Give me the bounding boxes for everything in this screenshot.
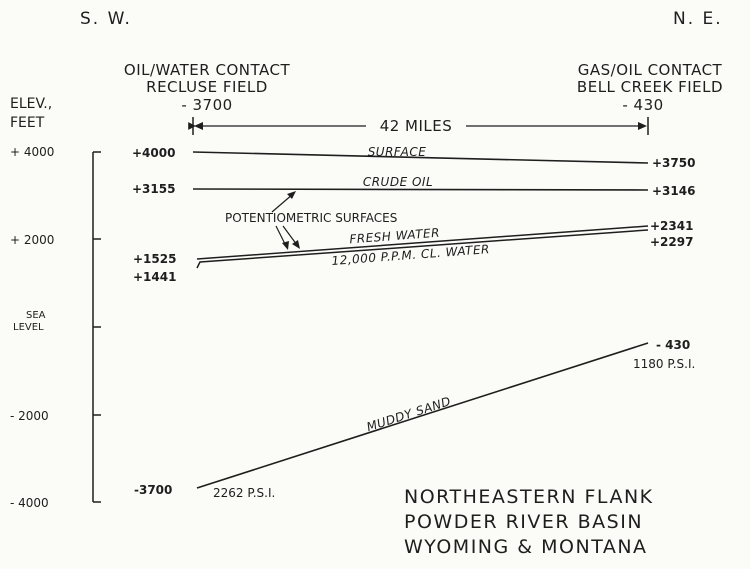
axis-label-line1: ELEV., <box>10 96 52 112</box>
muddy-sand-right-psi: 1180 P.S.I. <box>633 357 695 371</box>
tick-plus-4000: + 4000 <box>10 145 54 159</box>
tick-minus-2000: - 2000 <box>10 409 49 423</box>
muddy-sand-left-value: -3700 <box>134 483 172 497</box>
left-caption-line2: RECLUSE FIELD <box>146 78 268 96</box>
fresh-water-left-value: +1525 <box>133 252 176 266</box>
left-caption-line1: OIL/WATER CONTACT <box>124 61 291 79</box>
fresh-water-line <box>196 225 649 260</box>
sea-level-label-line1: SEA <box>26 310 46 321</box>
title-line3: WYOMING & MONTANA <box>404 536 648 558</box>
distance-bar <box>188 117 649 135</box>
surface-label: SURFACE <box>368 145 427 159</box>
right-caption-line1: GAS/OIL CONTACT <box>578 61 723 79</box>
fresh-water-label: FRESH WATER <box>349 226 440 247</box>
potentiometric-label: POTENTIOMETRIC SURFACES <box>225 211 397 225</box>
muddy-sand-line <box>196 342 649 489</box>
cl-water-line <box>196 229 649 269</box>
ne-header: N. E. <box>673 9 723 29</box>
title-line2: POWDER RIVER BASIN <box>404 511 643 533</box>
elevation-axis <box>92 151 101 503</box>
left-caption-line3: - 3700 <box>181 96 232 114</box>
crude-oil-left-value: +3155 <box>132 182 175 196</box>
potentiometric-arrows <box>271 191 300 250</box>
sw-header: S. W. <box>80 9 132 29</box>
sea-level-label-line2: LEVEL <box>13 322 44 333</box>
distance-label: 42 MILES <box>380 117 453 135</box>
title-line1: NORTHEASTERN FLANK <box>404 486 654 508</box>
axis-label-line2: FEET <box>10 115 45 131</box>
right-caption-line3: - 430 <box>622 96 663 114</box>
tick-plus-2000: + 2000 <box>10 233 54 247</box>
tick-minus-4000: - 4000 <box>10 496 49 510</box>
muddy-sand-right-value: - 430 <box>656 338 690 352</box>
crude-oil-right-value: +3146 <box>652 184 695 198</box>
muddy-sand-left-psi: 2262 P.S.I. <box>213 486 275 500</box>
fresh-water-right-value: +2341 <box>650 219 693 233</box>
muddy-sand-label: MUDDY SAND <box>365 394 453 434</box>
right-caption-line2: BELL CREEK FIELD <box>577 78 723 96</box>
crude-oil-label: CRUDE OIL <box>363 175 433 189</box>
surface-left-value: +4000 <box>132 146 175 160</box>
crude-oil-line <box>192 188 649 191</box>
cl-water-right-value: +2297 <box>650 235 693 249</box>
surface-right-value: +3750 <box>652 156 695 170</box>
cl-water-left-value: +1441 <box>133 270 176 284</box>
surface-line <box>192 151 649 164</box>
